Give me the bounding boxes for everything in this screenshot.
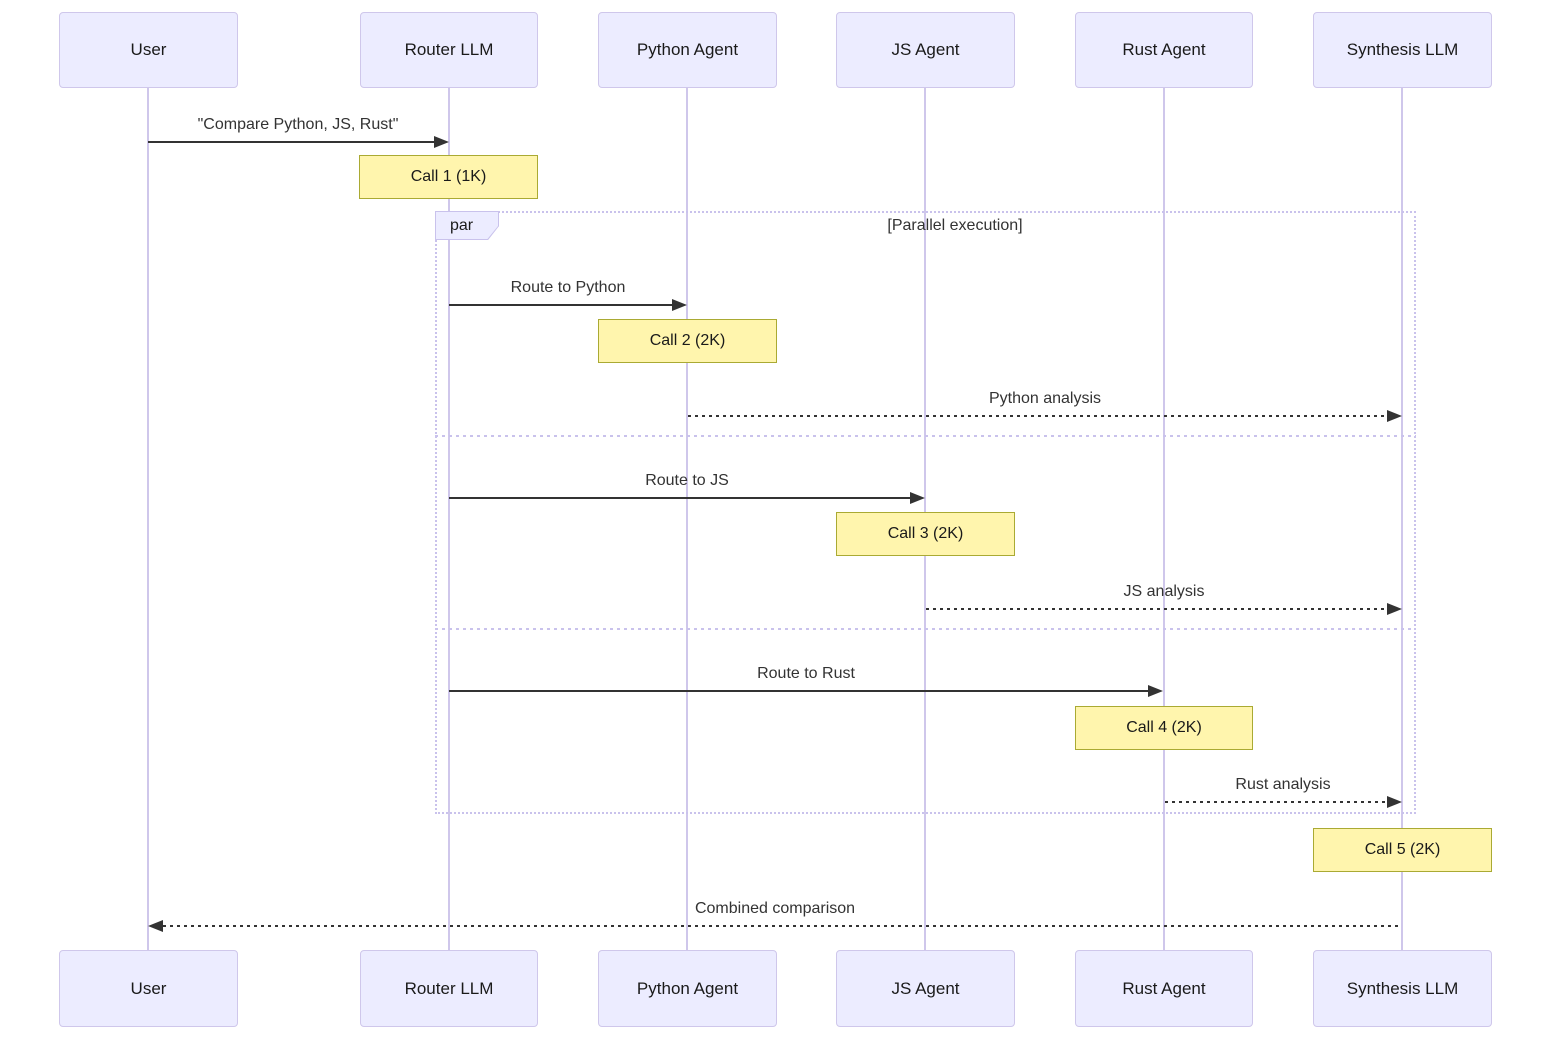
actor-bottom-rust-agent: Rust Agent [1075,950,1253,1027]
arrowhead-icon [1387,603,1402,615]
arrowhead-icon [672,299,687,311]
actor-label: Router LLM [404,40,494,59]
actor-label: Synthesis LLM [1346,40,1459,59]
par-condition-label: [Parallel execution] [887,217,1023,234]
note: Call 1 (1K) [359,155,538,199]
actor-label: Python Agent [636,40,739,59]
actor-top-js-agent: JS Agent [836,12,1015,88]
actor-top-rust-agent: Rust Agent [1075,12,1253,88]
par-tag: par [435,211,499,240]
lifeline-python-agent [686,88,688,950]
message-label: Python analysis [988,390,1102,407]
message-line [1165,801,1388,803]
actor-label: Rust Agent [1122,40,1206,59]
message-line [148,141,434,143]
message-line [688,415,1388,417]
actor-top-synthesis-llm: Synthesis LLM [1313,12,1492,88]
message-line [449,304,672,306]
note-label: Call 2 (2K) [649,332,726,349]
message-line [449,690,1149,692]
message-label: Combined comparison [694,900,856,917]
arrowhead-icon [434,136,449,148]
actor-bottom-user: User [59,950,238,1027]
actor-label: JS Agent [891,978,960,998]
arrowhead-icon [1387,796,1402,808]
actor-bottom-synthesis-llm: Synthesis LLM [1313,950,1492,1027]
par-section-divider [435,435,1416,437]
note-label: Call 4 (2K) [1126,719,1202,736]
lifeline-router-llm [448,88,450,950]
par-tag-label: par [436,212,498,239]
actor-label: JS Agent [891,40,960,59]
par-section-divider [435,628,1416,630]
message-label: Route to JS [645,472,729,489]
message-label: Route to Rust [757,665,855,682]
actor-label: User [130,978,167,998]
lifeline-rust-agent [1163,88,1165,950]
actor-label: Synthesis LLM [1346,978,1459,998]
note: Call 4 (2K) [1075,706,1253,750]
lifeline-synthesis-llm [1401,88,1403,950]
message-line [163,925,1402,927]
arrowhead-icon [1148,685,1163,697]
actor-label: Rust Agent [1122,978,1206,998]
arrowhead-icon [1387,410,1402,422]
actor-top-router-llm: Router LLM [360,12,538,88]
actor-bottom-router-llm: Router LLM [360,950,538,1027]
note: Call 5 (2K) [1313,828,1492,872]
message-label: Rust analysis [1235,776,1331,793]
lifeline-user [147,88,149,950]
message-label: Route to Python [510,279,626,296]
actor-label: Router LLM [404,978,494,998]
actor-top-user: User [59,12,238,88]
message-line [926,608,1388,610]
actor-top-python-agent: Python Agent [598,12,777,88]
actor-bottom-js-agent: JS Agent [836,950,1015,1027]
note: Call 2 (2K) [598,319,777,363]
note-label: Call 3 (2K) [887,525,964,542]
message-line [449,497,910,499]
arrowhead-icon [148,920,163,932]
note: Call 3 (2K) [836,512,1015,556]
note-label: Call 1 (1K) [410,168,487,185]
note-label: Call 5 (2K) [1364,841,1441,858]
par-frame [435,211,1416,814]
arrowhead-icon [910,492,925,504]
message-label: "Compare Python, JS, Rust" [197,116,399,133]
actor-label: Python Agent [636,978,739,998]
actor-bottom-python-agent: Python Agent [598,950,777,1027]
message-label: JS analysis [1123,583,1205,600]
actor-label: User [130,40,167,59]
